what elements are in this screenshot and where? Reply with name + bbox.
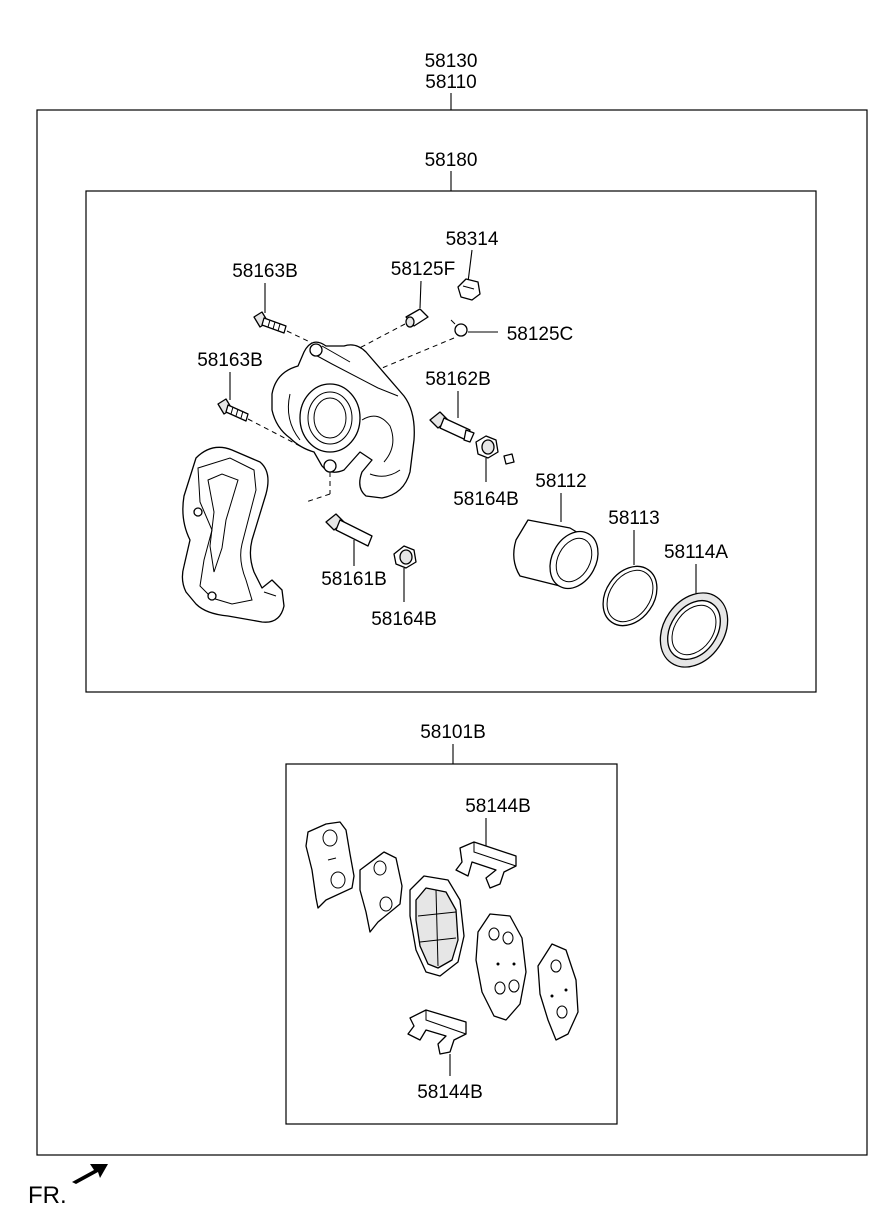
pad-kit-box [285, 763, 618, 1125]
pad-shim-inner-part [359, 851, 403, 933]
bleeder-c-part [450, 319, 468, 337]
label-58144b-upper: 58144B [465, 796, 531, 817]
pad-shim-right-part [537, 943, 579, 1041]
front-direction-arrow-icon [72, 1164, 108, 1184]
label-58314: 58314 [446, 229, 499, 250]
boot-lower-part [393, 545, 417, 569]
guide-pin-lower-part [325, 513, 373, 547]
piston-part [513, 519, 599, 590]
piston-boot-part [659, 592, 729, 668]
pad-clip-upper-part [455, 841, 517, 889]
label-58130: 58130 [425, 51, 478, 72]
caliper-bracket-part [181, 446, 285, 623]
brake-pad-inner-part [409, 875, 465, 977]
dashed-line-upper-bolt [286, 330, 313, 344]
label-58164b-upper: 58164B [453, 489, 519, 510]
label-58125f: 58125F [391, 259, 455, 280]
dashed-line-58125c [381, 337, 455, 369]
bleeder-screw-part [405, 308, 429, 328]
label-58180: 58180 [425, 150, 478, 171]
brake-pad-outer-part [475, 913, 527, 1021]
leader-58314 [467, 249, 473, 283]
lower-bolt-part [217, 398, 249, 422]
outer-assembly-box [36, 109, 868, 1156]
label-58110: 58110 [425, 72, 476, 93]
label-58114a: 58114A [664, 542, 728, 563]
caliper-kit-box [85, 190, 817, 693]
pad-shim-left-part [305, 821, 355, 909]
label-58113: 58113 [608, 508, 659, 529]
label-58163b-upper: 58163B [232, 261, 298, 282]
front-orientation-label: FR. [28, 1182, 67, 1209]
label-58163b-lower: 58163B [197, 350, 263, 371]
caliper-body-part [271, 341, 415, 499]
label-58112: 58112 [535, 471, 586, 492]
guide-pin-upper-part [429, 411, 475, 443]
label-58161b: 58161B [321, 569, 387, 590]
dashed-line-lower-bolt [247, 418, 301, 447]
boot-upper-part [475, 435, 515, 465]
dashed-line-pin-a-h [305, 493, 331, 503]
piston-seal-part [602, 565, 658, 627]
label-58144b-lower: 58144B [417, 1082, 483, 1103]
upper-bolt-part [253, 311, 287, 334]
leader-58125f [419, 280, 422, 309]
label-58101b: 58101B [420, 722, 486, 743]
pad-clip-lower-part [407, 1009, 467, 1055]
bleeder-cap-part [457, 278, 481, 301]
label-58162b: 58162B [425, 369, 491, 390]
label-58164b-lower: 58164B [371, 609, 437, 630]
label-58125c: 58125C [507, 324, 574, 345]
